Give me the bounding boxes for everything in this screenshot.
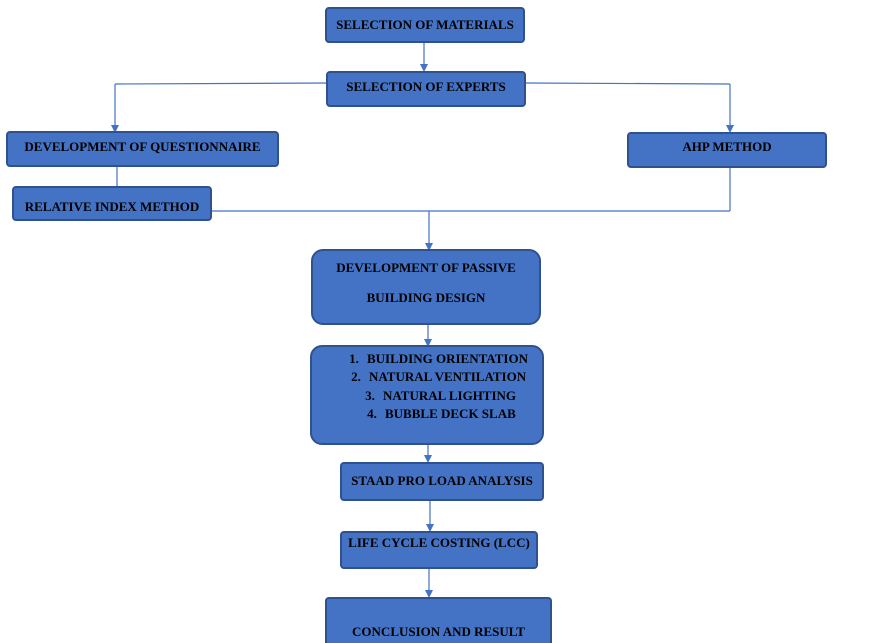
relative-index-method-box: RELATIVE INDEX METHOD (12, 186, 212, 221)
design-step-item: 3. NATURAL LIGHTING (357, 388, 516, 403)
staad-pro-load-analysis-box: STAAD PRO LOAD ANALYSIS (340, 462, 544, 501)
development-of-questionnaire-label: DEVELOPMENT OF QUESTIONNAIRE (24, 139, 261, 154)
ahp-method-box: AHP METHOD (627, 132, 827, 168)
design-step-item: 2. NATURAL VENTILATION (343, 369, 526, 384)
life-cycle-costing-label: LIFE CYCLE COSTING (LCC) (348, 535, 530, 550)
selection-of-materials-box: SELECTION OF MATERIALS (325, 7, 525, 43)
design-steps-box: 1. BUILDING ORIENTATION 2. NATURAL VENTILA… (310, 345, 544, 445)
design-step-label: NATURAL LIGHTING (383, 388, 517, 403)
design-step-number: 3. (365, 388, 375, 403)
selection-of-experts-box: SELECTION OF EXPERTS (326, 71, 526, 107)
relative-index-method-label: RELATIVE INDEX METHOD (24, 199, 200, 214)
line-experts-right (525, 82, 731, 85)
design-step-number: 4. (367, 406, 377, 421)
passive-building-design-label-line2: BUILDING DESIGN (366, 290, 486, 305)
passive-building-design-box: DEVELOPMENT OF PASSIVE BUILDING DESIGN (311, 249, 541, 325)
staad-pro-load-analysis-label: STAAD PRO LOAD ANALYSIS (351, 473, 533, 488)
conclusion-and-result-label: CONCLUSION AND RESULT (352, 624, 525, 639)
design-step-label: BUILDING ORIENTATION (367, 351, 528, 366)
selection-of-materials-label: SELECTION OF MATERIALS (336, 17, 514, 32)
design-step-number: 1. (349, 351, 359, 366)
development-of-questionnaire-box: DEVELOPMENT OF QUESTIONNAIRE (6, 131, 279, 167)
design-step-number: 2. (351, 369, 361, 384)
conclusion-and-result-box: CONCLUSION AND RESULT (325, 597, 552, 643)
design-step-item: 4. BUBBLE DECK SLAB (359, 406, 516, 421)
selection-of-experts-label: SELECTION OF EXPERTS (346, 79, 506, 94)
ahp-method-label: AHP METHOD (682, 139, 772, 154)
life-cycle-costing-box: LIFE CYCLE COSTING (LCC) (340, 531, 538, 569)
line-experts-left (114, 82, 328, 85)
passive-building-design-label-line1: DEVELOPMENT OF PASSIVE (336, 260, 516, 275)
design-step-label: BUBBLE DECK SLAB (385, 406, 516, 421)
design-step-label: NATURAL VENTILATION (369, 369, 527, 384)
design-step-item: 1. BUILDING ORIENTATION (341, 351, 528, 366)
